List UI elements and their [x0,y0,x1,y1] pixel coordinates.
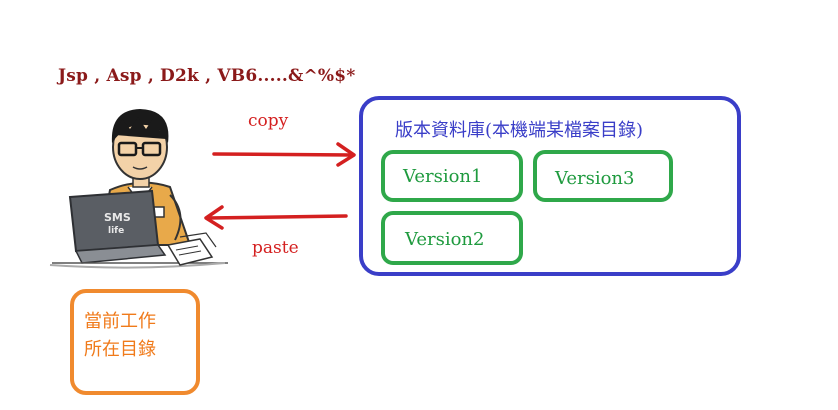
copy-arrow [210,140,360,170]
tools-list-text: Jsp , Asp , D2k , VB6.....&^%$* [58,66,355,86]
copy-label: copy [248,111,288,131]
paste-arrow [200,202,350,232]
workspace-line-2: 所在目錄 [84,336,194,364]
version-box-1: Version1 [381,150,523,202]
workspace-label: 當前工作 所在目錄 [84,308,194,364]
version-label: Version2 [405,229,484,250]
developer-illustration: SMS life [40,95,230,275]
version-box-2: Version2 [381,211,523,265]
laptop-brand-subtext: life [108,226,124,236]
version-label: Version1 [403,166,482,187]
version-box-3: Version3 [533,150,673,202]
workspace-line-1: 當前工作 [84,308,194,336]
paste-label: paste [252,238,299,258]
repository-title: 版本資料庫(本機端某檔案目錄) [395,116,643,142]
laptop-brand-text: SMS [104,211,131,224]
version-label: Version3 [555,168,634,189]
